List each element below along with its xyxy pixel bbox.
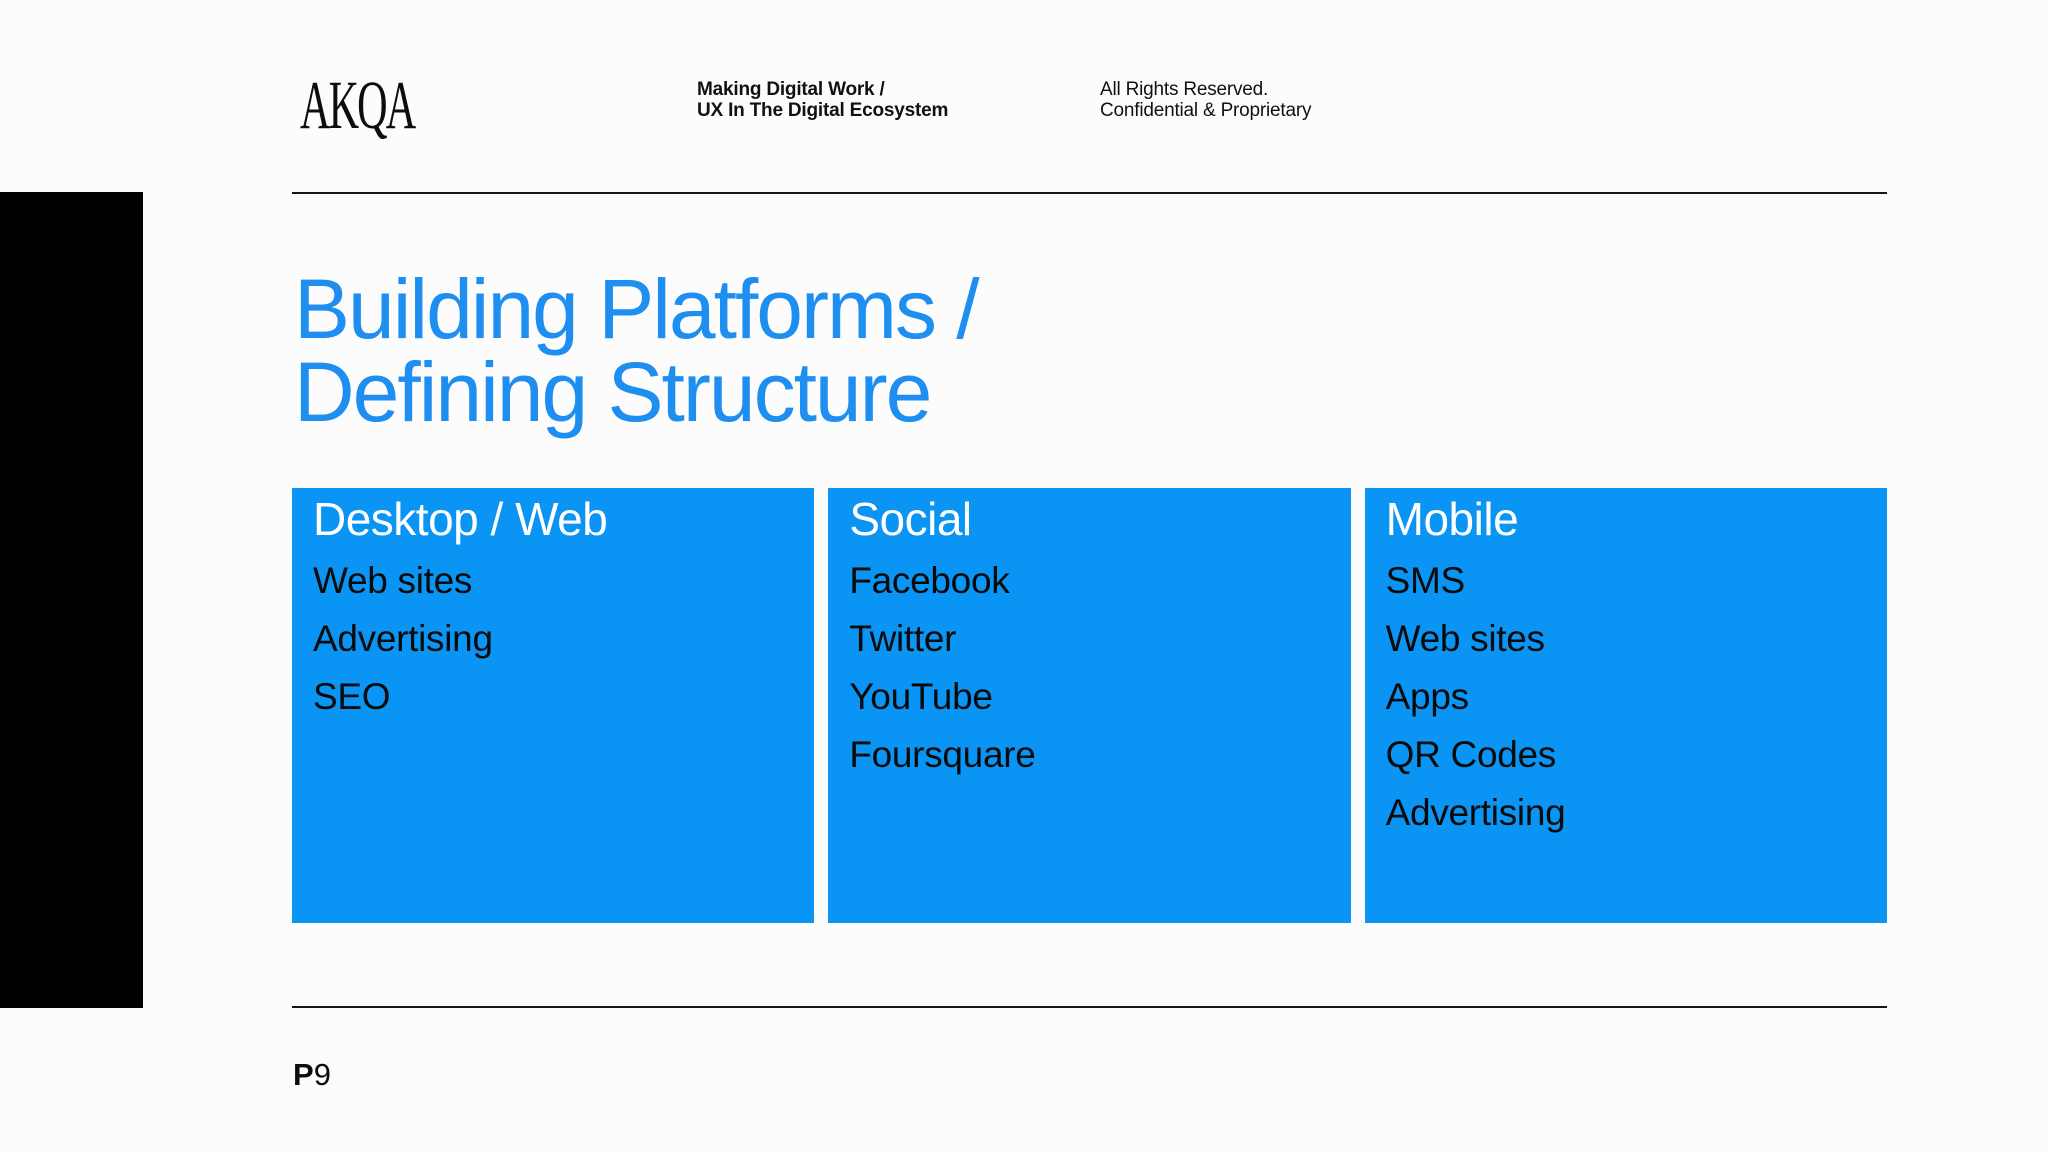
slide-title-line1: Building Platforms / [294, 262, 980, 356]
column-item-list: Web sites Advertising SEO [313, 552, 792, 726]
akqa-logo: AKQA [300, 65, 416, 144]
deck-title-line1: Making Digital Work / [697, 79, 885, 100]
column-item: YouTube [849, 676, 993, 717]
left-accent-bar [0, 192, 143, 1008]
column-item-list: SMS Web sites Apps QR Codes Advertising [1386, 552, 1865, 842]
platform-columns: Desktop / Web Web sites Advertising SEO … [292, 488, 1887, 923]
column-heading: Mobile [1385, 493, 1519, 545]
column-item: Twitter [849, 618, 957, 659]
column-social: Social Facebook Twitter YouTube Foursqua… [828, 488, 1351, 923]
page-number-prefix: P [293, 1057, 314, 1092]
column-item: SEO [313, 676, 391, 717]
rights-line1: All Rights Reserved. [1100, 79, 1269, 100]
page-number-value: 9 [313, 1057, 331, 1092]
column-item: SMS [1385, 560, 1466, 601]
slide-title: Building Platforms / Defining Structure [294, 262, 980, 439]
bottom-rule [292, 1006, 1887, 1008]
column-item: Advertising [1385, 792, 1566, 833]
slide-title-line2: Defining Structure [294, 345, 932, 439]
rights-line2: Confidential & Proprietary [1100, 100, 1312, 121]
column-mobile: Mobile SMS Web sites Apps QR Codes Adver… [1364, 488, 1887, 923]
column-item: Foursquare [849, 734, 1036, 775]
column-heading: Social [849, 493, 972, 545]
deck-title-line2: UX In The Digital Ecosystem [697, 100, 949, 121]
column-item: Web sites [313, 560, 473, 601]
column-item: Advertising [313, 618, 493, 659]
top-rule [292, 192, 1887, 194]
column-desktop-web: Desktop / Web Web sites Advertising SEO [292, 488, 815, 923]
column-item: Web sites [1385, 618, 1545, 659]
column-item: Facebook [849, 560, 1010, 601]
column-item: Apps [1385, 676, 1469, 717]
column-heading: Desktop / Web [313, 493, 608, 545]
rights-note: All Rights Reserved. Confidential & Prop… [1100, 79, 1311, 121]
deck-title: Making Digital Work / UX In The Digital … [697, 79, 948, 121]
column-item-list: Facebook Twitter YouTube Foursquare [849, 552, 1328, 784]
page-number: P9 [293, 1058, 331, 1092]
column-item: QR Codes [1385, 734, 1557, 775]
